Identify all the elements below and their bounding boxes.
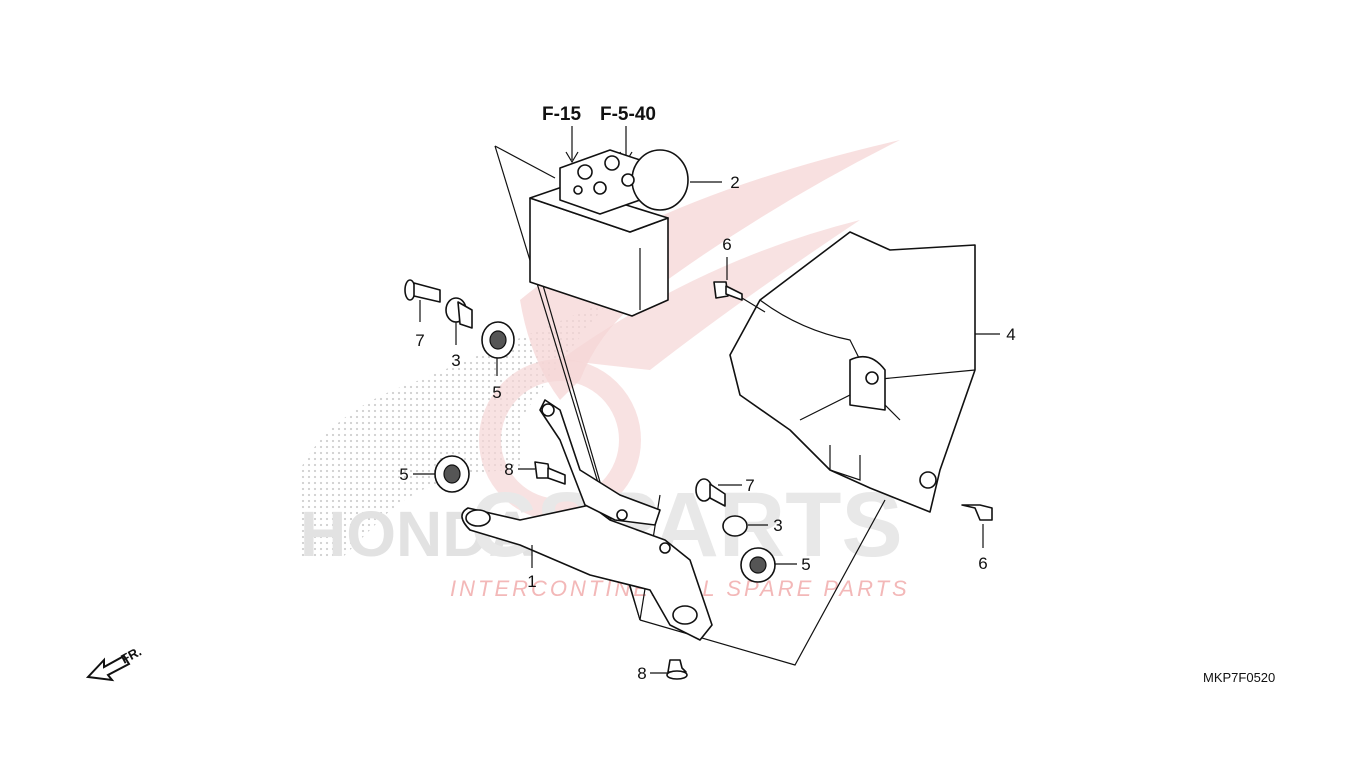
reference-label-f15[interactable]: F-15 xyxy=(542,104,582,125)
abs-cover-part[interactable] xyxy=(729,231,976,513)
front-arrow-icon xyxy=(85,654,131,682)
bolt-part-left[interactable] xyxy=(404,279,441,303)
callout-label-3-right[interactable]: 3 xyxy=(773,516,782,535)
collar-part-right[interactable] xyxy=(722,515,748,537)
callout-label-7-left[interactable]: 7 xyxy=(415,331,424,350)
callout-label-7-right[interactable]: 7 xyxy=(745,476,754,495)
screw-part-right[interactable] xyxy=(961,504,993,521)
grommet-part-right[interactable] xyxy=(740,547,776,583)
bolt-part-right[interactable] xyxy=(695,478,726,507)
callout-label-6-top[interactable]: 6 xyxy=(722,235,731,254)
collar-part-left[interactable] xyxy=(445,297,473,329)
reference-label-f540[interactable]: F-5-40 xyxy=(600,104,656,125)
flange-bolt-part-upper[interactable] xyxy=(534,461,566,485)
front-direction-marker: FR. xyxy=(85,644,144,682)
screw-part-top[interactable] xyxy=(713,281,743,301)
callout-label-2[interactable]: 2 xyxy=(730,173,739,192)
callout-label-5-right[interactable]: 5 xyxy=(801,555,810,574)
callout-label-1[interactable]: 1 xyxy=(527,572,536,591)
callout-label-8-lower[interactable]: 8 xyxy=(637,664,646,683)
abs-modulator-part[interactable] xyxy=(529,149,689,317)
callout-label-5-left-lower[interactable]: 5 xyxy=(399,465,408,484)
callout-label-4[interactable]: 4 xyxy=(1006,325,1015,344)
callout-label-6-right[interactable]: 6 xyxy=(978,554,987,573)
gear-watermark xyxy=(479,359,641,521)
flange-bolt-part-lower[interactable] xyxy=(666,659,688,680)
drawing-code: MKP7F0520 xyxy=(1203,670,1275,685)
callout-label-8-upper[interactable]: 8 xyxy=(504,460,513,479)
grommet-part-left-top[interactable] xyxy=(481,321,515,359)
callout-label-5-left-top[interactable]: 5 xyxy=(492,383,501,402)
callout-label-3-left[interactable]: 3 xyxy=(451,351,460,370)
grommet-part-left-lower[interactable] xyxy=(434,455,470,493)
bracket-part[interactable] xyxy=(461,399,713,641)
